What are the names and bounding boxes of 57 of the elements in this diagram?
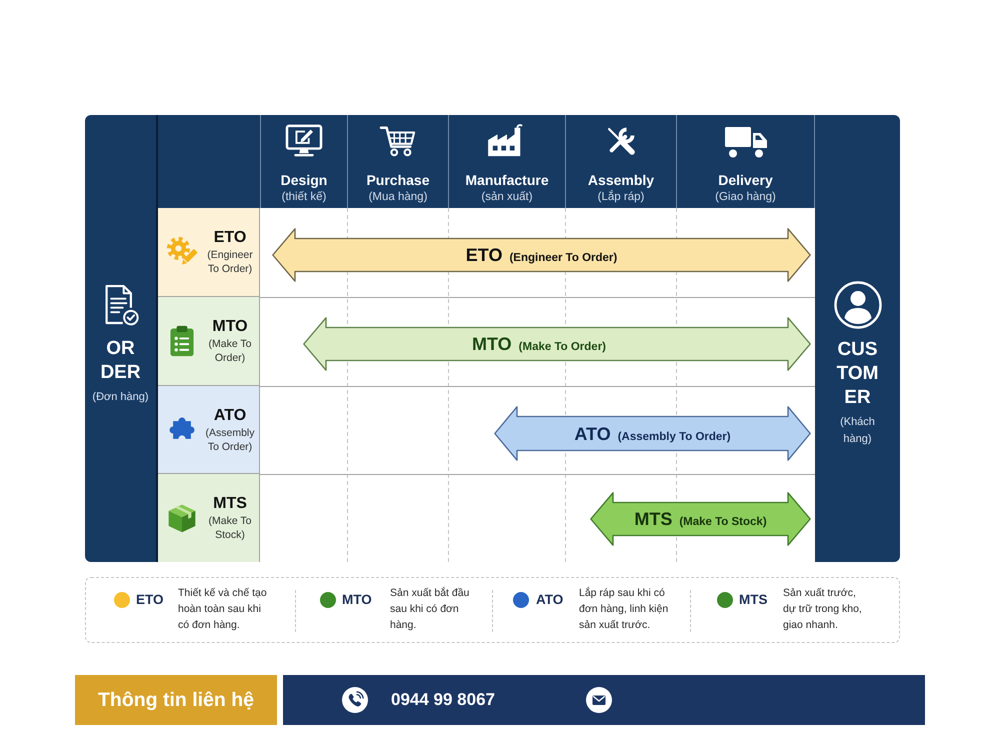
strategy-name: (Assembly To Order) (204, 426, 256, 454)
double-arrow-band (590, 492, 811, 546)
band-code: MTO (472, 333, 512, 355)
stage-subtitle: (Lắp ráp) (598, 189, 644, 205)
phone-number: 0944 99 8067 (391, 689, 495, 711)
stage-title: Design (280, 171, 328, 189)
column-subtitle: (Khách hàng) (839, 415, 876, 447)
strategy-row-header (158, 208, 260, 297)
stage-subtitle: (Mua hàng) (368, 190, 428, 205)
stage-title: Delivery (718, 171, 773, 189)
stage-subtitle: (Giao hàng) (715, 190, 776, 205)
strategy-code: MTS (212, 494, 248, 514)
band-name: (Make To Stock) (679, 515, 767, 530)
contact-heading: Thông tin liên hệ (98, 688, 254, 712)
stage-title: Manufacture (465, 171, 549, 189)
strategy-name: (Make To Order) (208, 337, 252, 365)
double-arrow-band (303, 317, 811, 371)
legend-code: MTS (739, 591, 768, 609)
legend-description: Lắp ráp sau khi có đơn hàng, linh kiện sản xuất trước. (579, 586, 670, 633)
strategy-code: ATO (212, 406, 248, 426)
band-name: (Assembly To Order) (618, 430, 731, 444)
legend-code: MTO (342, 591, 372, 609)
stage-title: Purchase (366, 171, 430, 189)
legend-code: ETO (136, 591, 164, 609)
strategy-name: (Make To Stock) (208, 514, 252, 542)
column-title: CUS TOM ER (836, 338, 880, 410)
contact-title-bar (75, 675, 277, 725)
order-column (85, 115, 158, 562)
strategy-row-header (158, 474, 260, 562)
double-arrow-band (494, 406, 811, 461)
column-title: OR DER (99, 337, 142, 385)
legend-description: Thiết kế và chế tạo hoàn toàn sau khi có đơn hàng. (178, 586, 268, 633)
stage-header (260, 115, 347, 208)
legend-description: Sản xuất trước, dự trữ trong kho, giao nhanh. (783, 586, 863, 633)
customer-column (815, 115, 900, 562)
legend-code: ATO (536, 591, 564, 609)
strategy-row-header (158, 386, 260, 474)
stage-subtitle: (sản xuất) (481, 190, 533, 205)
strategy-row-header (158, 297, 260, 386)
band-code: ATO (574, 422, 611, 444)
band-code: MTS (634, 508, 672, 530)
band-name: (Engineer To Order) (509, 251, 618, 266)
legend-description: Sản xuất bắt đầu sau khi có đơn hàng. (390, 586, 470, 633)
strategy-name: (Engineer To Order) (206, 248, 254, 276)
stage-header (676, 115, 815, 208)
stage-header (565, 115, 676, 208)
band-name: (Make To Order) (518, 340, 606, 355)
stage-title: Assembly (588, 171, 654, 189)
contact-bar (283, 675, 925, 725)
strategy-code: ETO (212, 228, 248, 248)
stage-subtitle: (thiết kế) (282, 190, 326, 205)
strategy-code: MTO (211, 317, 249, 337)
column-subtitle: (Đơn hàng) (91, 390, 150, 405)
stage-header (347, 115, 448, 208)
double-arrow-band (272, 228, 811, 282)
stage-header (448, 115, 565, 208)
band-code: ETO (466, 244, 502, 266)
